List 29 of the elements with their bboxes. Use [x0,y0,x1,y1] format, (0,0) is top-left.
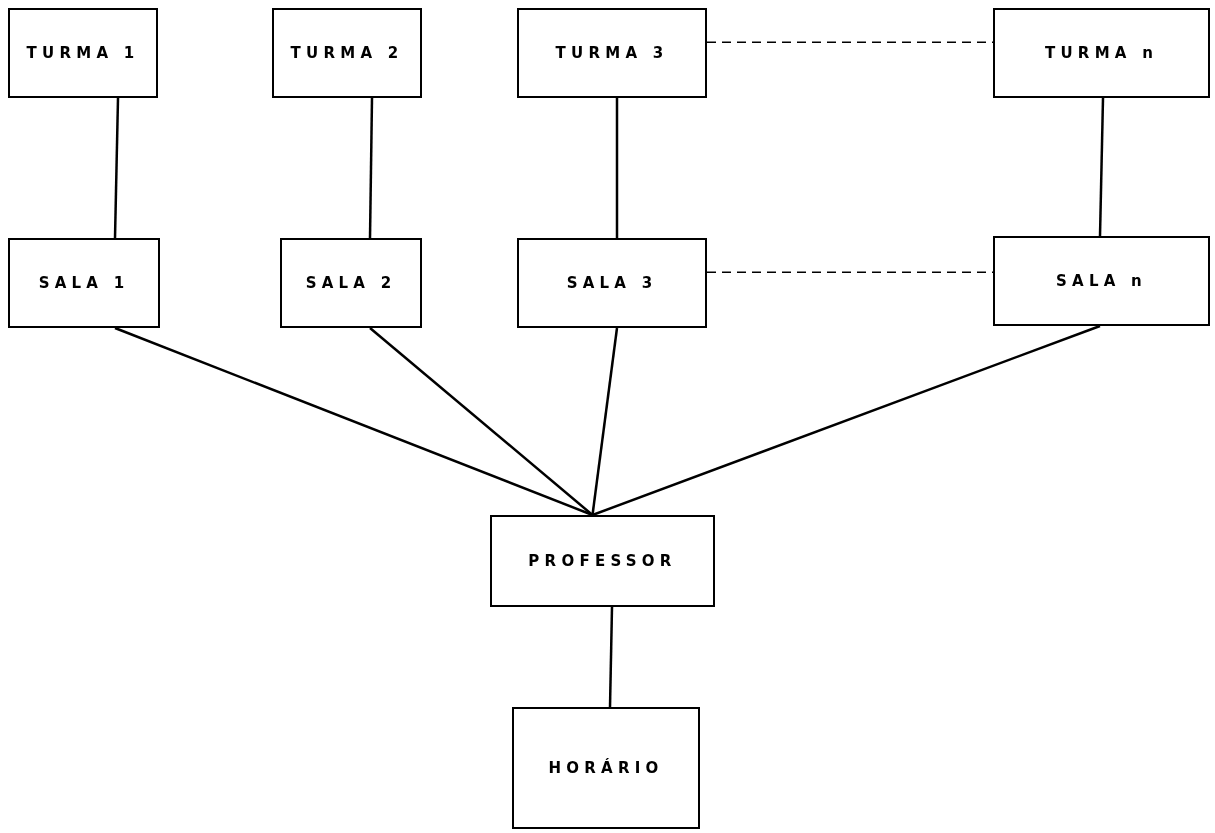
node-label: HORÁRIO [548,757,664,779]
node-label: TURMA 3 [555,42,669,64]
box [8,238,160,328]
box [8,8,158,98]
box [280,238,422,328]
box [517,238,707,328]
connector-line [591,327,619,516]
connector-line [615,98,619,238]
node-label: TURMA n [1044,42,1159,64]
node-label: PROFESSOR [528,550,677,572]
connector-line [592,324,1101,517]
connector-line [369,327,594,516]
box [993,236,1210,326]
box [490,515,715,607]
connector-line [113,97,120,239]
connector-line [114,326,593,517]
box [272,8,422,98]
node-label: SALA 3 [566,272,658,294]
connector-line [1098,97,1105,237]
box [993,8,1210,98]
connector-line [608,606,614,708]
node-label: TURMA 1 [26,42,140,64]
box [512,707,700,829]
connector-line [368,98,374,238]
node-label: SALA 1 [38,272,130,294]
node-label: SALA 2 [305,272,397,294]
box [517,8,707,98]
node-label: TURMA 2 [290,42,404,64]
node-label: SALA n [1056,270,1147,292]
